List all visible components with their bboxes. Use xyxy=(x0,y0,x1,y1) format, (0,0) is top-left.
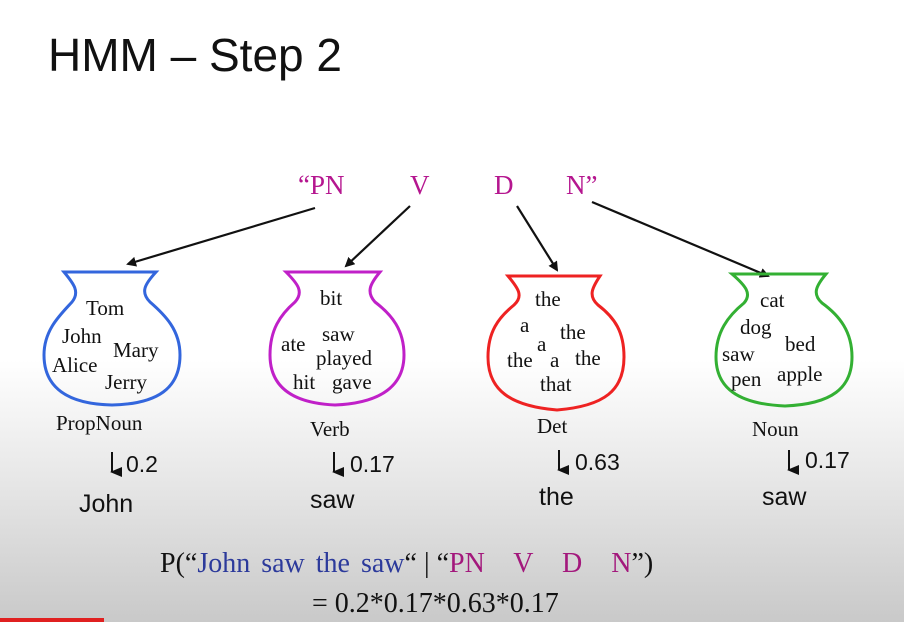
urn-word: a xyxy=(537,332,547,356)
urn-propnoun-outline xyxy=(42,270,182,407)
urn-word: Mary xyxy=(113,338,159,362)
urn-word: bit xyxy=(320,286,343,310)
urn-word: saw xyxy=(322,322,355,346)
urn-word: hit xyxy=(293,370,316,394)
urn-word: the xyxy=(507,348,533,372)
urn-noun-outline xyxy=(714,272,854,408)
formula-prefix: P(“ xyxy=(160,548,198,579)
urn-label-verb: Verb xyxy=(310,417,350,441)
urn-word: gave xyxy=(332,370,372,394)
urn-word: saw xyxy=(722,342,755,366)
urn-word: bed xyxy=(785,332,816,356)
urn-word: apple xyxy=(777,362,823,386)
urn-word: pen xyxy=(731,367,762,391)
observed-word-noun: saw xyxy=(762,483,807,511)
formula-tags: PN V D N xyxy=(449,548,632,579)
urn-word: the xyxy=(560,320,586,344)
arrow-n xyxy=(591,200,770,278)
observed-word-propnoun: John xyxy=(79,490,134,518)
prob-verb: 0.17 xyxy=(350,451,395,477)
formula-middle: “ | “ xyxy=(404,548,449,579)
urn-word: a xyxy=(520,313,530,337)
probability-formula: P(“John saw the saw“ | “PN V D N”) xyxy=(160,548,653,580)
urn-word: Tom xyxy=(86,296,125,320)
observed-word-det: the xyxy=(539,483,574,511)
urn-det-outline xyxy=(486,274,626,412)
urn-word: ate xyxy=(281,332,306,356)
urn-verb-outline xyxy=(268,270,406,407)
probability-result: = 0.2*0.17*0.63*0.17 xyxy=(312,588,559,619)
prob-propnoun: 0.2 xyxy=(126,451,158,477)
prob-det: 0.63 xyxy=(575,449,620,475)
urn-word: the xyxy=(535,287,561,311)
urn-word: that xyxy=(540,372,572,396)
observed-word-verb: saw xyxy=(310,486,355,514)
formula-suffix: ”) xyxy=(631,548,654,579)
urn-word: a xyxy=(550,348,560,372)
urn-word: dog xyxy=(740,315,772,339)
arrow-pn xyxy=(126,206,316,267)
urn-label-det: Det xyxy=(537,414,568,438)
progress-bar-accent xyxy=(0,618,104,622)
urn-word: John xyxy=(62,324,102,348)
prob-noun: 0.17 xyxy=(805,447,850,473)
urn-word: cat xyxy=(760,288,785,312)
slide-title: HMM – Step 2 xyxy=(48,29,342,81)
urn-word: the xyxy=(575,346,601,370)
tag-d: D xyxy=(494,170,514,200)
arrow-v xyxy=(344,205,411,268)
formula-sentence: John saw the saw xyxy=(197,548,405,579)
urn-label-propnoun: PropNoun xyxy=(56,411,143,435)
arrow-d xyxy=(516,205,559,272)
urn-word: Jerry xyxy=(105,370,147,394)
urn-word: played xyxy=(316,346,372,370)
urn-word: Alice xyxy=(52,353,98,377)
tag-pn: “PN xyxy=(298,170,345,200)
tag-n: N” xyxy=(566,170,598,200)
tag-v: V xyxy=(410,170,430,200)
urn-label-noun: Noun xyxy=(752,417,799,441)
